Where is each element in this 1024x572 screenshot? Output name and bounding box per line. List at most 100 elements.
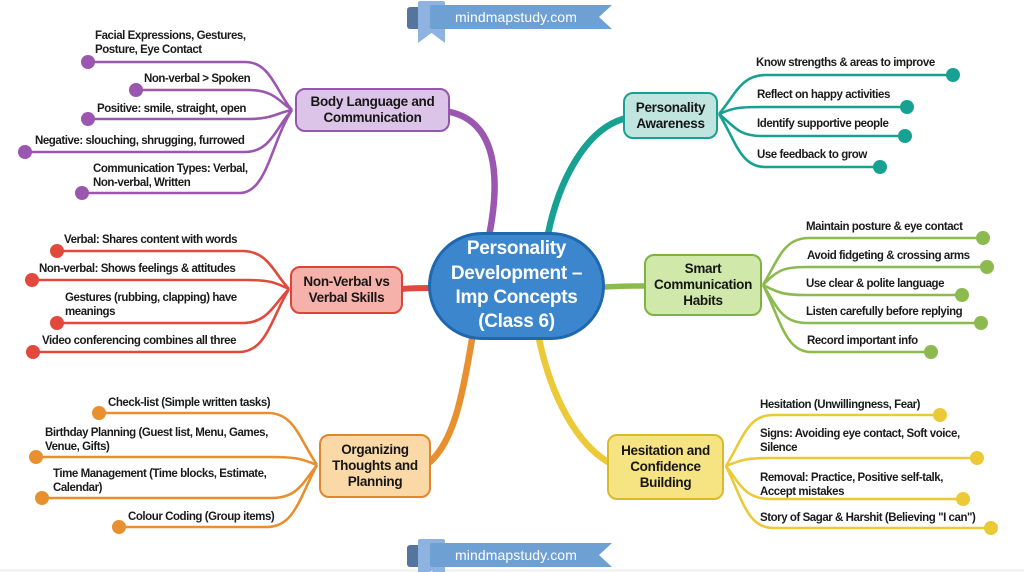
leaf-organizing-planning-3: Time Management (Time blocks, Estimate, … [53, 468, 267, 495]
leaf-wire [36, 455, 318, 467]
leaf-wire [136, 88, 293, 112]
branch-node-smart-communication: Smart Communication Habits [644, 254, 762, 316]
leaf-endpoint-dot [984, 521, 998, 535]
leaf-personality-awareness-2: Reflect on happy activities [757, 89, 890, 101]
leaf-endpoint-dot [980, 260, 994, 274]
leaf-body-language-3: Positive: smile, straight, open [97, 103, 247, 115]
leaf-wire [761, 236, 983, 286]
leaf-nonverbal-vs-verbal-1: Verbal: Shares content with words [64, 234, 238, 246]
leaf-endpoint-dot [976, 231, 990, 245]
leaf-endpoint-dot [898, 129, 912, 143]
main-connectors [398, 108, 648, 466]
leaf-endpoint-dot [81, 55, 95, 69]
leaf-organizing-planning-2: Birthday Planning (Guest list, Menu, Gam… [45, 427, 268, 454]
leaf-personality-awareness-1: Know strengths & areas to improve [756, 57, 935, 69]
leaf-smart-communication-5: Record important info [807, 335, 918, 347]
leaf-wire [32, 278, 290, 291]
leaf-body-language-4: Negative: slouching, shrugging, furrowed [35, 135, 245, 147]
leaf-dots-hesitation-confidence [933, 408, 998, 535]
connector-smart-communication [603, 283, 648, 290]
connector-personality-awareness [544, 115, 627, 238]
leaf-endpoint-dot [112, 520, 126, 534]
leaf-dots-personality-awareness [873, 68, 960, 174]
leaf-wire [762, 283, 962, 297]
leaf-wire [82, 109, 294, 195]
leaf-body-language-2: Non-verbal > Spoken [144, 73, 251, 85]
leaf-organizing-planning-4: Colour Coding (Group items) [128, 511, 275, 523]
leaf-wire [717, 113, 880, 169]
branch-node-organizing-planning: Organizing Thoughts and Planning [319, 434, 431, 498]
leaf-body-language-1: Facial Expressions, Gestures, Posture, E… [95, 30, 246, 57]
leaf-endpoint-dot [924, 345, 938, 359]
leaf-nonverbal-vs-verbal-4: Video conferencing combines all three [42, 335, 237, 347]
leaf-endpoint-dot [18, 145, 32, 159]
leaf-wire [88, 108, 293, 121]
leaf-endpoint-dot [25, 273, 39, 287]
leaf-wire [718, 73, 953, 115]
leaf-wires-smart-communication [761, 236, 987, 354]
leaf-wire [762, 265, 987, 286]
leaf-wire [718, 112, 905, 138]
leaf-endpoint-dot [50, 316, 64, 330]
leaf-nonverbal-vs-verbal-2: Non-verbal: Shows feelings & attitudes [39, 263, 236, 275]
leaf-body-language-5: Communication Types: Verbal, Non-verbal,… [93, 163, 248, 190]
leaf-dots-organizing-planning [29, 406, 126, 534]
leaf-wire [57, 249, 290, 290]
leaf-endpoint-dot [933, 408, 947, 422]
leaf-hesitation-confidence-4: Story of Sagar & Harshit (Believing "I c… [760, 512, 976, 524]
bottom-edge-shade [0, 569, 1024, 572]
leaf-wires-personality-awareness [717, 73, 953, 169]
leaf-wire [42, 464, 319, 500]
leaf-smart-communication-4: Listen carefully before replying [806, 306, 963, 318]
leaf-endpoint-dot [900, 100, 914, 114]
leaf-smart-communication-3: Use clear & polite language [806, 278, 945, 290]
leaf-endpoint-dot [970, 451, 984, 465]
leaf-wires-body-language [25, 60, 294, 195]
leaf-personality-awareness-3: Identify supportive people [757, 118, 889, 130]
central-topic-node: Personality Development – Imp Concepts (… [428, 232, 605, 340]
leaf-endpoint-dot [81, 112, 95, 126]
connector-nonverbal-vs-verbal [398, 285, 433, 292]
leaf-dots-smart-communication [924, 231, 994, 359]
leaf-endpoint-dot [35, 491, 49, 505]
connector-hesitation-confidence [535, 335, 612, 466]
leaf-wire [761, 284, 931, 354]
leaf-endpoint-dot [29, 450, 43, 464]
leaf-nonverbal-vs-verbal-3: Gestures (rubbing, clapping) have meanin… [65, 292, 237, 319]
branch-node-hesitation-confidence: Hesitation and Confidence Building [607, 434, 724, 500]
leaf-organizing-planning-1: Check-list (Simple written tasks) [108, 397, 271, 409]
leaf-hesitation-confidence-2: Signs: Avoiding eye contact, Soft voice,… [760, 428, 960, 455]
leaf-smart-communication-2: Avoid fidgeting & crossing arms [807, 250, 970, 262]
leaf-wire [724, 413, 940, 467]
leaf-wires-hesitation-confidence [724, 413, 991, 530]
watermark-ribbon-bottom: mindmapstudy.com [407, 539, 612, 572]
branch-node-body-language: Body Language and Communication [295, 88, 450, 132]
leaf-wires-nonverbal-vs-verbal [32, 249, 291, 354]
watermark-text: mindmapstudy.com [430, 5, 612, 29]
leaf-endpoint-dot [956, 492, 970, 506]
leaf-dots-body-language [18, 55, 143, 200]
leaf-endpoint-dot [50, 244, 64, 258]
leaf-endpoint-dot [26, 345, 40, 359]
leaf-wire [724, 465, 963, 501]
leaf-wire [725, 456, 977, 468]
leaf-hesitation-confidence-1: Hesitation (Unwillingness, Fear) [760, 399, 921, 411]
leaf-hesitation-confidence-3: Removal: Practice, Positive self-talk, A… [760, 472, 943, 499]
leaf-endpoint-dot [873, 160, 887, 174]
connector-organizing-planning [426, 335, 476, 466]
leaf-endpoint-dot [129, 83, 143, 97]
leaf-endpoint-dot [75, 186, 89, 200]
leaf-smart-communication-1: Maintain posture & eye contact [806, 221, 963, 233]
leaf-wire [57, 288, 290, 325]
leaf-endpoint-dot [974, 316, 988, 330]
leaf-endpoint-dot [946, 68, 960, 82]
leaf-wire [99, 411, 319, 466]
connector-body-language [446, 108, 498, 240]
leaf-dots-nonverbal-vs-verbal [25, 244, 64, 359]
leaf-wire [33, 288, 291, 354]
branch-node-nonverbal-vs-verbal: Non-Verbal vs Verbal Skills [290, 266, 403, 314]
leaf-personality-awareness-4: Use feedback to grow [757, 149, 867, 161]
leaf-endpoint-dot [955, 288, 969, 302]
